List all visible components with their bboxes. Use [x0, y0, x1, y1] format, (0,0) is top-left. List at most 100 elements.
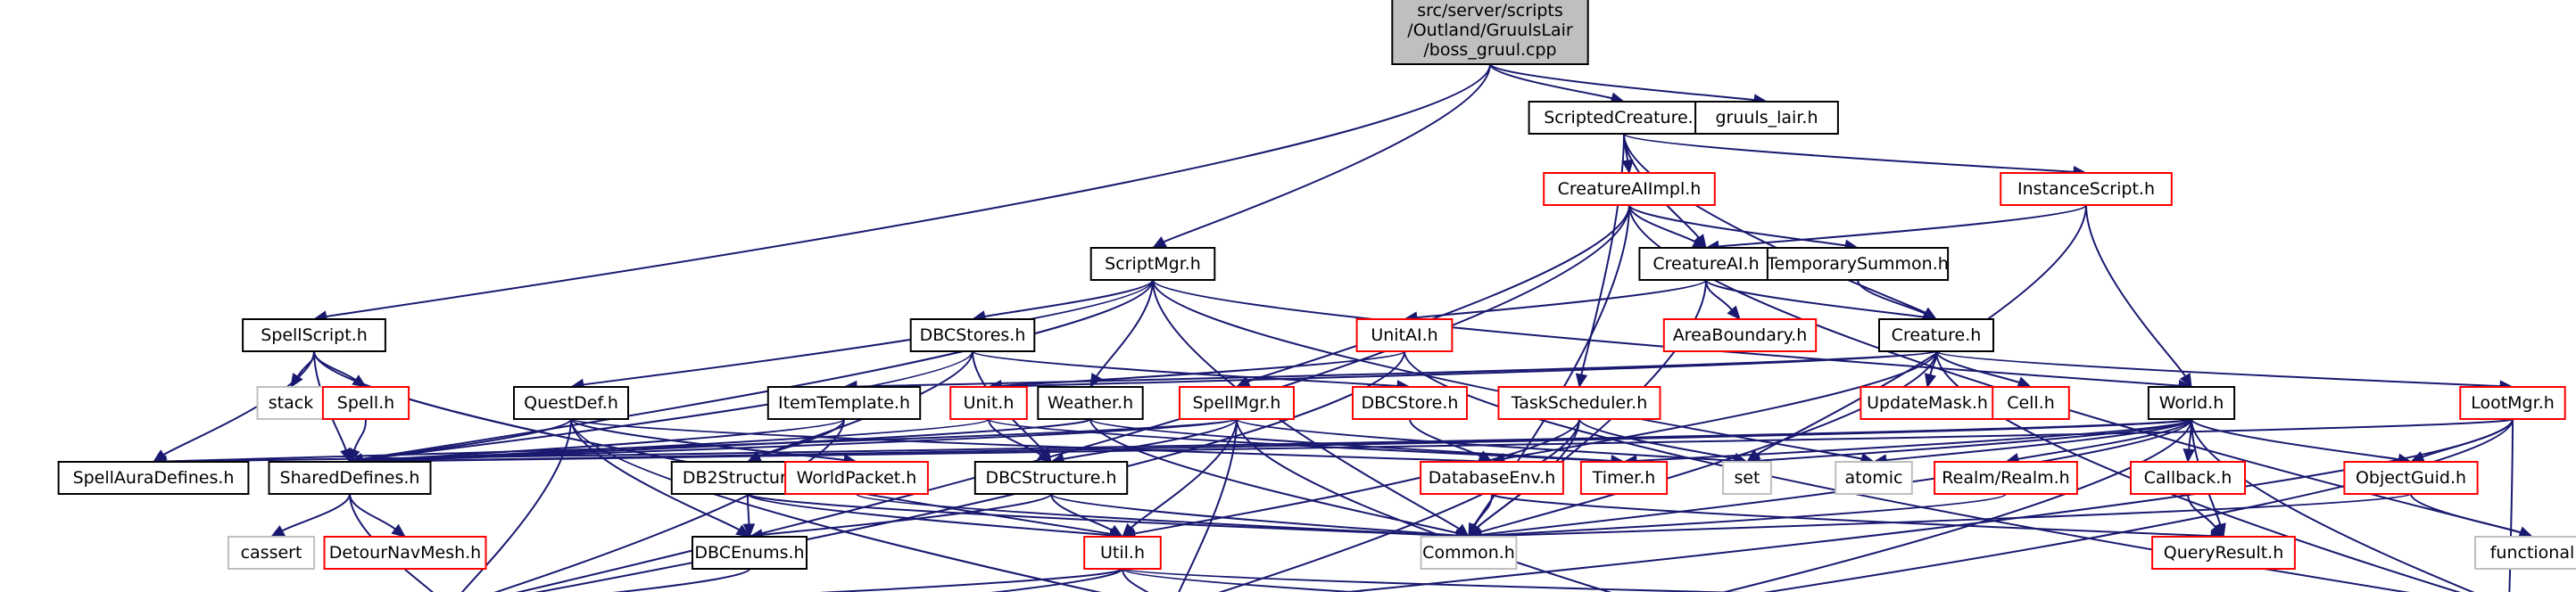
node-stack: stack — [256, 386, 326, 420]
edge-line — [1489, 63, 1755, 102]
edge-line — [1718, 204, 2087, 248]
node-unitai[interactable]: UnitAI.h — [1355, 318, 1454, 352]
node-label: AreaBoundary.h — [1673, 325, 1808, 345]
node-creatureai[interactable]: CreatureAI.h — [1638, 247, 1774, 281]
node-objectguid[interactable]: ObjectGuid.h — [2343, 461, 2479, 495]
node-box — [2000, 172, 2173, 206]
node-label: cassert — [241, 543, 302, 563]
node-dbcstore[interactable]: DBCStore.h — [1352, 386, 1468, 420]
node-label: DB2Structure.h — [683, 468, 813, 488]
nodes-layer: src/server/scripts/Outland/GruulsLair/bo… — [57, 0, 2576, 570]
edge-CreatureAI-to-Creature — [1705, 279, 1938, 324]
node-temporarysummon[interactable]: TemporarySummon.h — [1766, 247, 1950, 281]
node-creature[interactable]: Creature.h — [1878, 318, 1994, 352]
node-spellauradefines[interactable]: SpellAuraDefines.h — [57, 461, 250, 495]
edge-line — [612, 568, 750, 592]
node-timer[interactable]: Timer.h — [1579, 461, 1669, 495]
edge-line — [1885, 418, 2192, 462]
node-spellscript[interactable]: SpellScript.h — [242, 318, 386, 352]
node-callback[interactable]: Callback.h — [2130, 461, 2246, 495]
node-label: Weather.h — [1048, 393, 1133, 413]
node-gruuls_lair[interactable]: gruuls_lair.h — [1694, 101, 1839, 135]
edge-WorldPacket-to-Common — [856, 493, 1470, 542]
node-questdef[interactable]: QuestDef.h — [513, 386, 629, 420]
edge-SharedDefines-to-cassert — [269, 493, 351, 538]
node-label: gruuls_lair.h — [1716, 108, 1818, 127]
node-cell[interactable]: Cell.h — [1992, 386, 2070, 420]
node-label: TemporarySummon.h — [1766, 254, 1949, 274]
node-weather[interactable]: Weather.h — [1037, 386, 1144, 420]
node-label: DetourNavMesh.h — [329, 543, 481, 563]
node-itemtemplate[interactable]: ItemTemplate.h — [766, 386, 922, 420]
node-label: Callback.h — [2144, 468, 2232, 488]
node-box — [2459, 386, 2566, 420]
edge-CreatureAIImpl-to-SpellMgr — [1235, 204, 1630, 388]
edge-line — [1935, 350, 2501, 388]
node-scriptmgr[interactable]: ScriptMgr.h — [1089, 247, 1216, 281]
node-box — [1391, 0, 1589, 65]
node-util[interactable]: Util.h — [1083, 536, 1162, 570]
node-label: atomic — [1845, 468, 1903, 488]
edge-line — [361, 418, 1238, 463]
edge-line — [493, 418, 845, 592]
edge-line — [361, 418, 572, 461]
node-realm[interactable]: Realm/Realm.h — [1934, 461, 2078, 495]
node-box — [2474, 536, 2576, 570]
node-box — [1835, 461, 1913, 495]
node-label-line: /boss_gruul.cpp — [1423, 40, 1556, 60]
node-spellmgr[interactable]: SpellMgr.h — [1179, 386, 1295, 420]
arrowhead-icon — [1108, 524, 1124, 538]
edge-line — [984, 279, 1154, 317]
edge-line — [1628, 204, 1846, 247]
node-world[interactable]: World.h — [2147, 386, 2236, 420]
node-dbcstores[interactable]: DBCStores.h — [909, 318, 1036, 352]
edge-InstanceScript-to-CreatureAI — [1704, 204, 2087, 253]
arrowhead-icon — [2210, 522, 2224, 538]
node-label: ObjectGuid.h — [2356, 468, 2466, 488]
edge-line — [1404, 350, 2410, 592]
node-dbcenums[interactable]: DBCEnums.h — [692, 536, 808, 570]
arrowhead-icon — [269, 525, 286, 538]
node-box — [1355, 318, 1454, 352]
node-common: Common.h — [1420, 536, 1518, 570]
edge-line — [1152, 279, 2180, 387]
edge-line — [1050, 493, 1457, 537]
node-lootmgr[interactable]: LootMgr.h — [2459, 386, 2566, 420]
node-spell[interactable]: Spell.h — [321, 386, 410, 420]
node-box — [1860, 386, 1995, 420]
node-areaboundary[interactable]: AreaBoundary.h — [1662, 318, 1818, 352]
node-label: Timer.h — [1592, 468, 1656, 488]
node-label: Creature.h — [1892, 325, 1982, 345]
node-worldpacket[interactable]: WorldPacket.h — [784, 461, 929, 495]
node-unit[interactable]: Unit.h — [949, 386, 1028, 420]
edge-QuestDef-to-Define — [460, 418, 572, 592]
node-label: SpellAuraDefines.h — [73, 468, 235, 488]
node-box — [1543, 172, 1716, 206]
edge-root-to-gruuls_lair — [1489, 63, 1768, 106]
edge-line — [162, 350, 315, 456]
edge-line — [1152, 279, 1460, 530]
node-taskscheduler[interactable]: TaskScheduler.h — [1497, 386, 1661, 420]
arrowhead-icon — [1151, 236, 1167, 249]
edge-LootMgr-to-list — [2508, 418, 2514, 592]
edge-line — [2508, 418, 2514, 592]
node-dbcstructure[interactable]: DBCStructure.h — [973, 461, 1129, 495]
node-box — [268, 461, 432, 495]
edge-ItemTemplate-to-Define — [493, 418, 845, 592]
edge-line — [1480, 493, 2412, 538]
node-label: WorldPacket.h — [797, 468, 917, 488]
node-detournavmesh[interactable]: DetourNavMesh.h — [323, 536, 487, 570]
node-shareddefines[interactable]: SharedDefines.h — [268, 461, 432, 495]
arrowhead-icon — [2179, 373, 2192, 389]
node-label: set — [1734, 468, 1760, 488]
node-databaseenv[interactable]: DatabaseEnv.h — [1420, 461, 1564, 495]
node-instancescript[interactable]: InstanceScript.h — [2000, 172, 2173, 206]
node-queryresult[interactable]: QueryResult.h — [2151, 536, 2296, 570]
node-scriptedcreature[interactable]: ScriptedCreature.h — [1528, 101, 1720, 135]
edge-line — [1134, 418, 1580, 535]
node-box — [1420, 536, 1518, 570]
node-creatureaiimpl[interactable]: CreatureAIImpl.h — [1543, 172, 1716, 206]
node-updatemask[interactable]: UpdateMask.h — [1860, 386, 1995, 420]
node-box — [1179, 386, 1295, 420]
